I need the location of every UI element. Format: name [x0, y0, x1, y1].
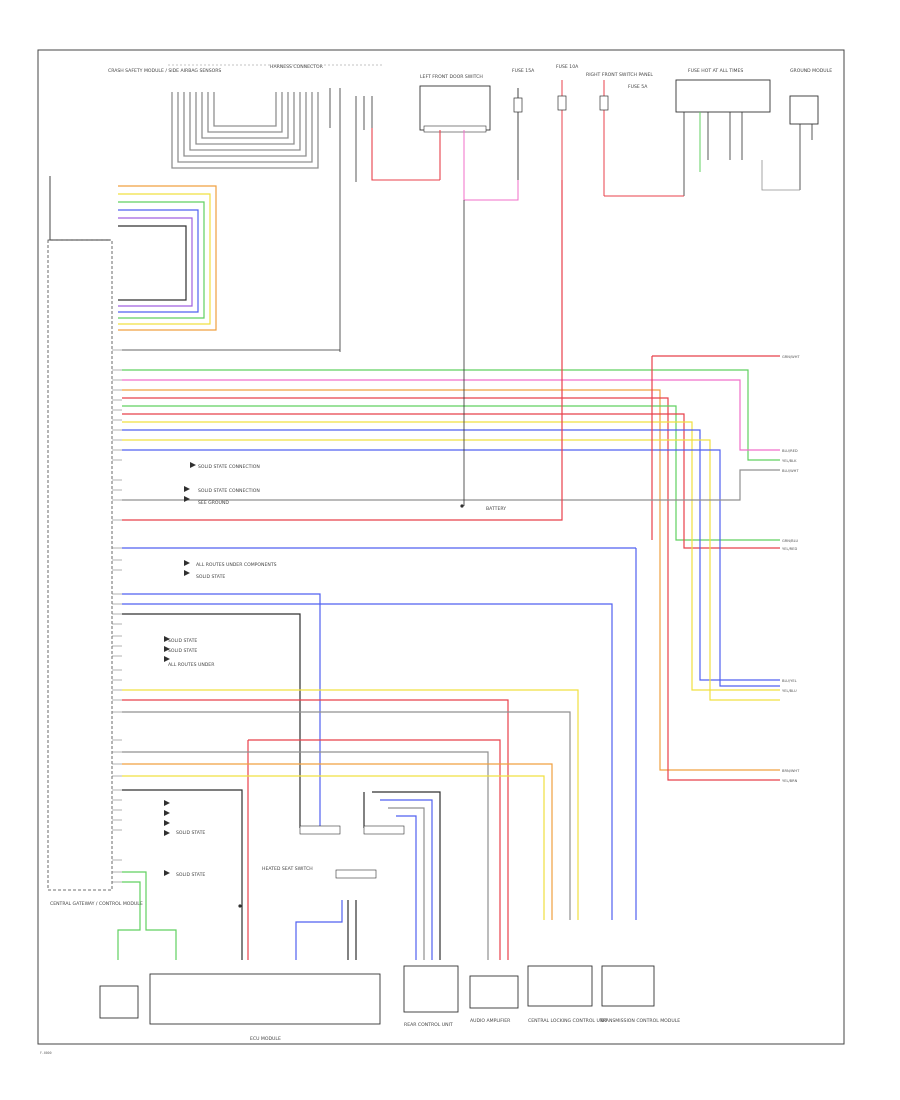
fuse-b-label: FUSE 10A	[556, 64, 579, 70]
bottom-module: ECU MODULE	[149, 973, 381, 1042]
footer-code: F-0000	[40, 1051, 52, 1055]
left-front-door-switch-label: LEFT FRONT DOOR SWITCH	[420, 74, 483, 80]
left-module-pins	[112, 349, 122, 883]
note-h: ALL ROUTES UNDER	[168, 662, 215, 668]
right-terminals: GRN/WHT BLU/RED YEL/BLK BLU/WHT GRN/BLU …	[782, 355, 800, 783]
arrow-markers	[164, 462, 196, 876]
audio-amplifier-label: AUDIO AMPLIFIER	[470, 1018, 511, 1024]
terminal-7: BLU/YEL	[782, 679, 797, 683]
multi-connector-label: HARNESS CONNECTOR	[270, 64, 324, 70]
note-c: SEE GROUND	[198, 500, 229, 506]
fuse-b: FUSE 10A	[556, 64, 579, 180]
gray-wire-bundle	[171, 92, 319, 169]
transmission-control-label: TRANSMISSION CONTROL MODULE	[599, 1018, 680, 1024]
fuse-a: FUSE 15A	[512, 68, 535, 180]
terminal-2: BLU/RED	[782, 449, 798, 453]
fuse-hot-box-label: FUSE HOT AT ALL TIMES	[688, 68, 743, 74]
bottom-module-label: ECU MODULE	[250, 1036, 281, 1042]
top-left-device-label: CRASH SAFETY MODULE / SIDE AIRBAG SENSOR…	[108, 68, 221, 74]
splice-connectors	[238, 504, 464, 908]
fuse-a-label: FUSE 15A	[512, 68, 535, 74]
long-horizontal-wires	[122, 180, 780, 781]
right-front-switch-panel: RIGHT FRONT SWITCH PANEL	[586, 72, 653, 196]
rear-control-unit: REAR CONTROL UNIT	[403, 965, 459, 1028]
fuse-c-label: FUSE 5A	[628, 84, 648, 90]
top-left-device: CRASH SAFETY MODULE / SIDE AIRBAG SENSOR…	[108, 68, 221, 74]
note-g: SOLID STATE	[168, 648, 197, 654]
bottom-left-small-module	[99, 985, 139, 1019]
note-k: BATTERY	[486, 506, 506, 512]
inline-notes: SOLID STATE CONNECTION SOLID STATE CONNE…	[168, 464, 506, 878]
terminal-5: GRN/BLU	[782, 539, 798, 543]
terminal-8: YEL/BLU	[782, 689, 797, 693]
ground-module-label: GROUND MODULE	[790, 68, 832, 74]
note-b: SOLID STATE CONNECTION	[198, 488, 260, 494]
diagram-frame	[37, 49, 845, 1045]
left-top-module	[49, 176, 110, 241]
right-front-switch-panel-label: RIGHT FRONT SWITCH PANEL	[586, 72, 653, 78]
ground-module: GROUND MODULE	[789, 68, 832, 190]
terminal-1: GRN/WHT	[782, 355, 800, 359]
note-a: SOLID STATE CONNECTION	[198, 464, 260, 470]
top-left-wire-loop	[118, 185, 217, 331]
terminal-3: YEL/BLK	[782, 459, 797, 463]
left-control-module: CENTRAL GATEWAY / CONTROL MODULE	[47, 239, 143, 907]
rear-control-unit-label: REAR CONTROL UNIT	[404, 1022, 453, 1028]
left-control-module-label: CENTRAL GATEWAY / CONTROL MODULE	[50, 901, 143, 907]
transmission-control: TRANSMISSION CONTROL MODULE	[599, 965, 680, 1024]
fuse-c: FUSE 5A	[628, 84, 648, 90]
note-i: SOLID STATE	[176, 830, 205, 836]
terminal-6: YEL/RED	[782, 547, 797, 551]
heated-seat-switch-label: HEATED SEAT SWITCH	[262, 866, 313, 872]
multi-connector: HARNESS CONNECTOR	[168, 64, 382, 352]
terminal-4: BLU/WHT	[782, 469, 799, 473]
fuse-hot-box: FUSE HOT AT ALL TIMES	[675, 68, 771, 196]
lower-wires	[117, 548, 637, 960]
terminal-10: YEL/BRN	[782, 779, 798, 783]
note-j: SOLID STATE	[176, 872, 205, 878]
note-e: SOLID STATE	[196, 574, 225, 580]
central-control-unit: CENTRAL LOCKING CONTROL UNIT	[527, 965, 608, 1024]
note-d: ALL ROUTES UNDER COMPONENTS	[196, 562, 277, 568]
terminal-9: BRN/WHT	[782, 769, 800, 773]
note-f: SOLID STATE	[168, 638, 197, 644]
central-control-unit-label: CENTRAL LOCKING CONTROL UNIT	[528, 1018, 608, 1024]
left-front-door-switch: LEFT FRONT DOOR SWITCH	[419, 74, 491, 133]
audio-amplifier: AUDIO AMPLIFIER	[469, 975, 519, 1024]
